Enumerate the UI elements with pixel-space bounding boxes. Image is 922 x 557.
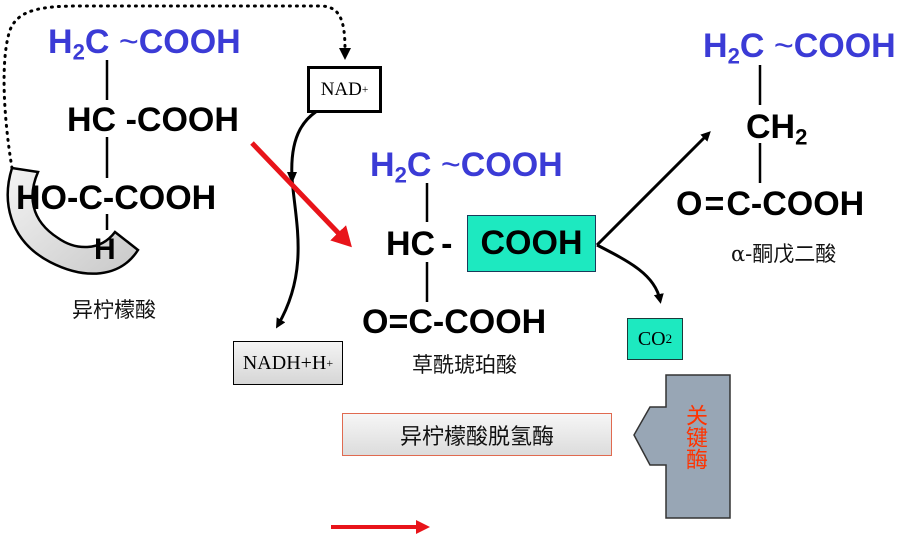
highlighted-cooh: COOH	[467, 215, 596, 272]
akg-row1: H2C ~COOH	[703, 27, 896, 69]
akg-row2: CH2	[746, 108, 808, 150]
key-enzyme-arrow-shape	[633, 374, 731, 519]
arrow-to-co2	[596, 243, 664, 304]
oxalosuccinate-row2-left: HC-	[386, 225, 453, 263]
nadh-box: NADH+H+	[233, 341, 343, 385]
nad-box: NAD+	[307, 66, 382, 113]
red-reaction-arrow	[250, 141, 352, 248]
enzyme-label-box: 异柠檬酸脱氢酶	[342, 413, 612, 456]
dotted-arrowhead	[339, 48, 351, 60]
akg-name: α-酮戊二酸	[731, 242, 837, 266]
arrow-to-alpha-ketoglutarate	[595, 131, 711, 247]
oxalosuccinate-name: 草酰琥珀酸	[412, 353, 517, 377]
curved-arrow-shape	[6, 166, 140, 275]
isocitrate-hydrogen: H	[94, 233, 116, 266]
isocitrate-row3: HO-C-COOH	[16, 179, 217, 217]
isocitrate-row2: HC -COOH	[67, 101, 239, 139]
oxalosuccinate-row1: H2C ~COOH	[370, 146, 563, 188]
nad-reduction-arrow	[275, 100, 339, 329]
dotted-transfer-path	[2, 4, 347, 170]
key-enzyme-label: 关键酶	[682, 404, 707, 470]
isocitrate-name: 异柠檬酸	[72, 298, 156, 322]
akg-row3: O=C-COOH	[676, 185, 865, 223]
oxalosuccinate-row3: O=C-COOH	[362, 303, 547, 341]
isocitrate-row1: H2C ~COOH	[48, 23, 241, 65]
